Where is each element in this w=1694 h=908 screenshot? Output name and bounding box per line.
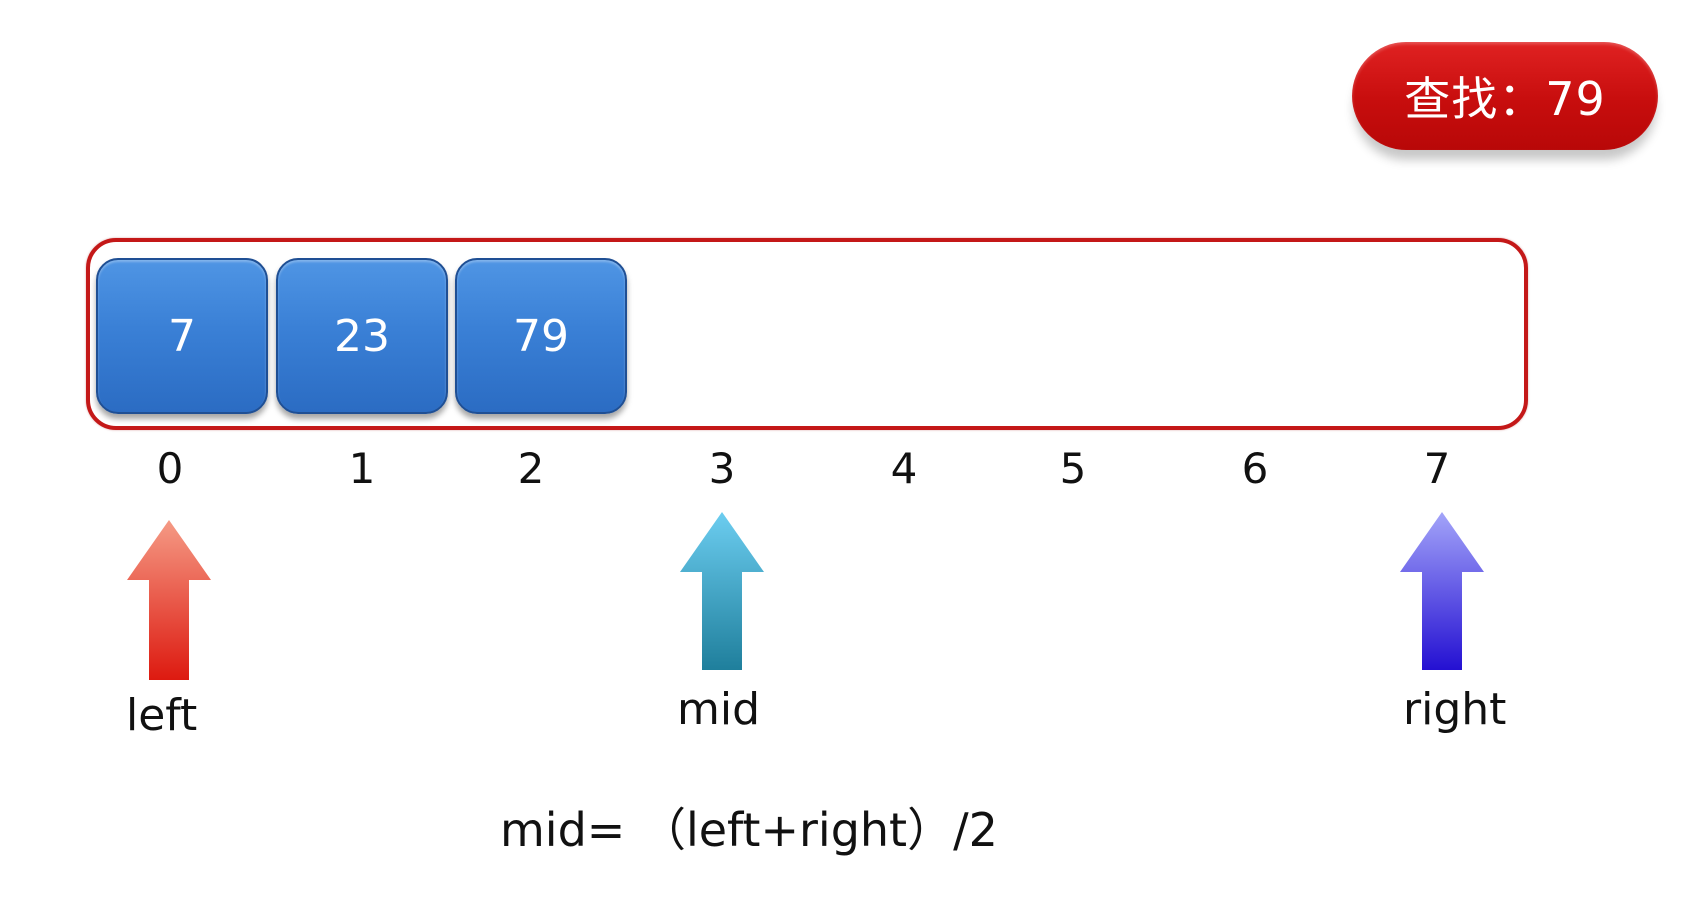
array-cell-2: 79: [455, 258, 627, 414]
index-label-5: 5: [1059, 444, 1087, 493]
mid-pointer-label: mid: [677, 684, 761, 735]
mid-formula: mid= （left+right）/2: [500, 803, 998, 857]
left-pointer-label: left: [126, 690, 198, 741]
index-label-3: 3: [708, 444, 736, 493]
right-pointer-label: right: [1403, 684, 1507, 735]
mid-pointer-arrow-icon: [680, 512, 764, 670]
index-label-1: 1: [348, 444, 376, 493]
array-cell-1: 23: [276, 258, 448, 414]
search-target-badge: 查找：79: [1352, 42, 1658, 150]
index-label-0: 0: [156, 444, 184, 493]
index-label-6: 6: [1241, 444, 1269, 493]
right-pointer-arrow-icon: [1400, 512, 1484, 670]
index-label-4: 4: [890, 444, 918, 493]
left-pointer-arrow-icon: [127, 520, 211, 680]
array-cell-0: 7: [96, 258, 268, 414]
index-label-2: 2: [517, 444, 545, 493]
index-label-7: 7: [1423, 444, 1451, 493]
